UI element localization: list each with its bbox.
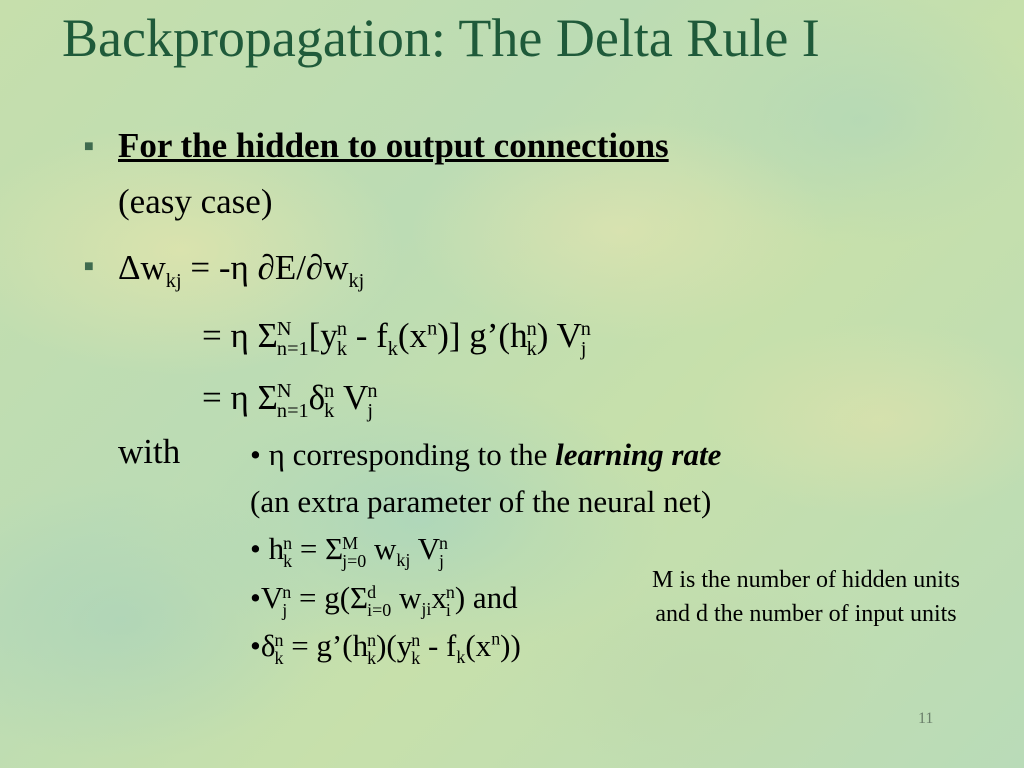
note-line-2: and d the number of input units	[655, 601, 957, 627]
side-note: M is the number of hidden units and d th…	[616, 563, 996, 631]
bullet-subtext: (easy case)	[118, 182, 273, 221]
bullet-square-icon: ■	[84, 138, 94, 155]
bullet-square-icon: ■	[84, 258, 94, 275]
note-line-1: M is the number of hidden units	[652, 567, 960, 593]
equation-delta-w: Δwkj = -η ∂E/∂wkj	[118, 248, 365, 292]
learning-rate-emphasis: learning rate	[555, 437, 722, 472]
bullet-heading: For the hidden to output connections	[118, 126, 669, 166]
with-label: with	[118, 432, 181, 471]
hidden-output-heading: For the hidden to output connections	[118, 126, 669, 165]
page-number: 11	[918, 710, 934, 727]
learning-rate-definition: • η corresponding to the learning rate	[250, 437, 722, 472]
learning-rate-continuation: (an extra parameter of the neural net)	[250, 484, 712, 519]
slide-title: Backpropagation: The Delta Rule I	[62, 8, 820, 68]
